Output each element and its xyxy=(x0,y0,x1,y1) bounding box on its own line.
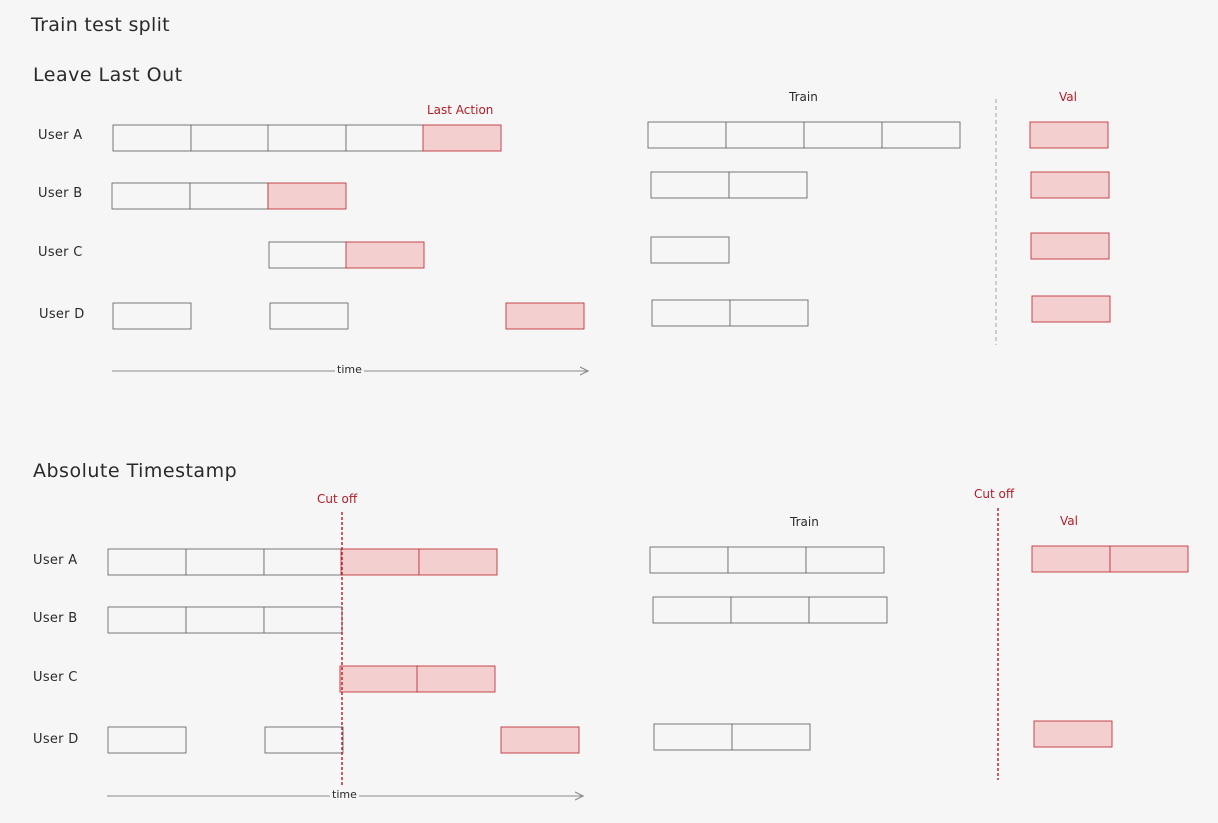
llo-user-0-event-1 xyxy=(190,124,270,152)
abs-train-box-1-0 xyxy=(652,596,732,624)
abs-train-box-0-2 xyxy=(805,546,885,574)
abs-train-box-1-2 xyxy=(808,596,888,624)
abs-user-0-event-3 xyxy=(340,548,420,576)
llo-user-3-event-0 xyxy=(112,302,192,330)
llo-train-box-0-0 xyxy=(647,121,727,149)
train-header-abs: Train xyxy=(790,515,819,529)
llo-user-2-event-1 xyxy=(345,241,425,269)
abs-train-box-0-1 xyxy=(727,546,807,574)
llo-train-box-2-0 xyxy=(650,236,730,264)
llo-train-box-3-0 xyxy=(651,299,731,327)
user-label-llo-b: User B xyxy=(38,186,83,201)
llo-train-box-0-3 xyxy=(881,121,961,149)
llo-user-2-event-0 xyxy=(268,241,348,269)
llo-val-box-3-0 xyxy=(1031,295,1111,323)
llo-user-1-event-1 xyxy=(189,182,269,210)
abs-user-3-event-0 xyxy=(107,726,187,754)
llo-user-0-event-0 xyxy=(112,124,192,152)
time-axis-label-llo: time xyxy=(335,363,364,376)
user-label-abs-b: User B xyxy=(33,611,78,626)
abs-user-0-event-0 xyxy=(107,548,187,576)
abs-user-1-event-0 xyxy=(107,606,187,634)
abs-user-1-event-2 xyxy=(263,606,343,634)
abs-user-1-event-1 xyxy=(185,606,265,634)
cutoff-label-right: Cut off xyxy=(974,487,1015,501)
llo-user-1-event-2 xyxy=(267,182,347,210)
llo-val-box-0-0 xyxy=(1029,121,1109,149)
abs-user-2-event-0 xyxy=(339,665,419,693)
cutoff-label-left: Cut off xyxy=(317,492,358,506)
llo-user-0-event-4 xyxy=(422,124,502,152)
llo-val-box-1-0 xyxy=(1030,171,1110,199)
llo-train-box-1-0 xyxy=(650,171,730,199)
user-label-llo-d: User D xyxy=(39,307,85,322)
abs-user-0-event-2 xyxy=(263,548,343,576)
llo-user-0-event-2 xyxy=(267,124,347,152)
llo-user-3-event-1 xyxy=(269,302,349,330)
user-label-llo-c: User C xyxy=(38,245,83,260)
llo-train-box-0-2 xyxy=(803,121,883,149)
last-action-annotation: Last Action xyxy=(427,103,494,117)
abs-train-box-3-1 xyxy=(731,723,811,751)
abs-train-box-0-0 xyxy=(649,546,729,574)
llo-user-1-event-0 xyxy=(111,182,191,210)
val-header-abs: Val xyxy=(1060,514,1078,528)
abs-train-box-3-0 xyxy=(653,723,733,751)
time-axis-label-abs: time xyxy=(330,788,359,801)
llo-train-box-0-1 xyxy=(725,121,805,149)
llo-user-3-event-2 xyxy=(505,302,585,330)
abs-user-2-event-1 xyxy=(416,665,496,693)
abs-val-box-3-0 xyxy=(1033,720,1113,748)
user-label-abs-d: User D xyxy=(33,732,79,747)
page-title: Train test split xyxy=(31,14,170,36)
llo-train-box-3-1 xyxy=(729,299,809,327)
user-label-llo-a: User A xyxy=(38,128,83,143)
abs-val-box-0-1 xyxy=(1109,545,1189,573)
llo-user-0-event-3 xyxy=(345,124,425,152)
train-header-llo: Train xyxy=(789,90,818,104)
abs-user-3-event-2 xyxy=(500,726,580,754)
abs-train-box-1-1 xyxy=(730,596,810,624)
abs-user-0-event-4 xyxy=(418,548,498,576)
val-header-llo: Val xyxy=(1059,90,1077,104)
section-heading-leave-last-out: Leave Last Out xyxy=(33,64,183,86)
abs-user-3-event-1 xyxy=(264,726,344,754)
abs-val-box-0-0 xyxy=(1031,545,1111,573)
user-label-abs-c: User C xyxy=(33,670,78,685)
llo-val-box-2-0 xyxy=(1030,232,1110,260)
user-label-abs-a: User A xyxy=(33,553,78,568)
abs-user-0-event-1 xyxy=(185,548,265,576)
llo-train-box-1-1 xyxy=(728,171,808,199)
section-heading-absolute-timestamp: Absolute Timestamp xyxy=(33,460,238,482)
